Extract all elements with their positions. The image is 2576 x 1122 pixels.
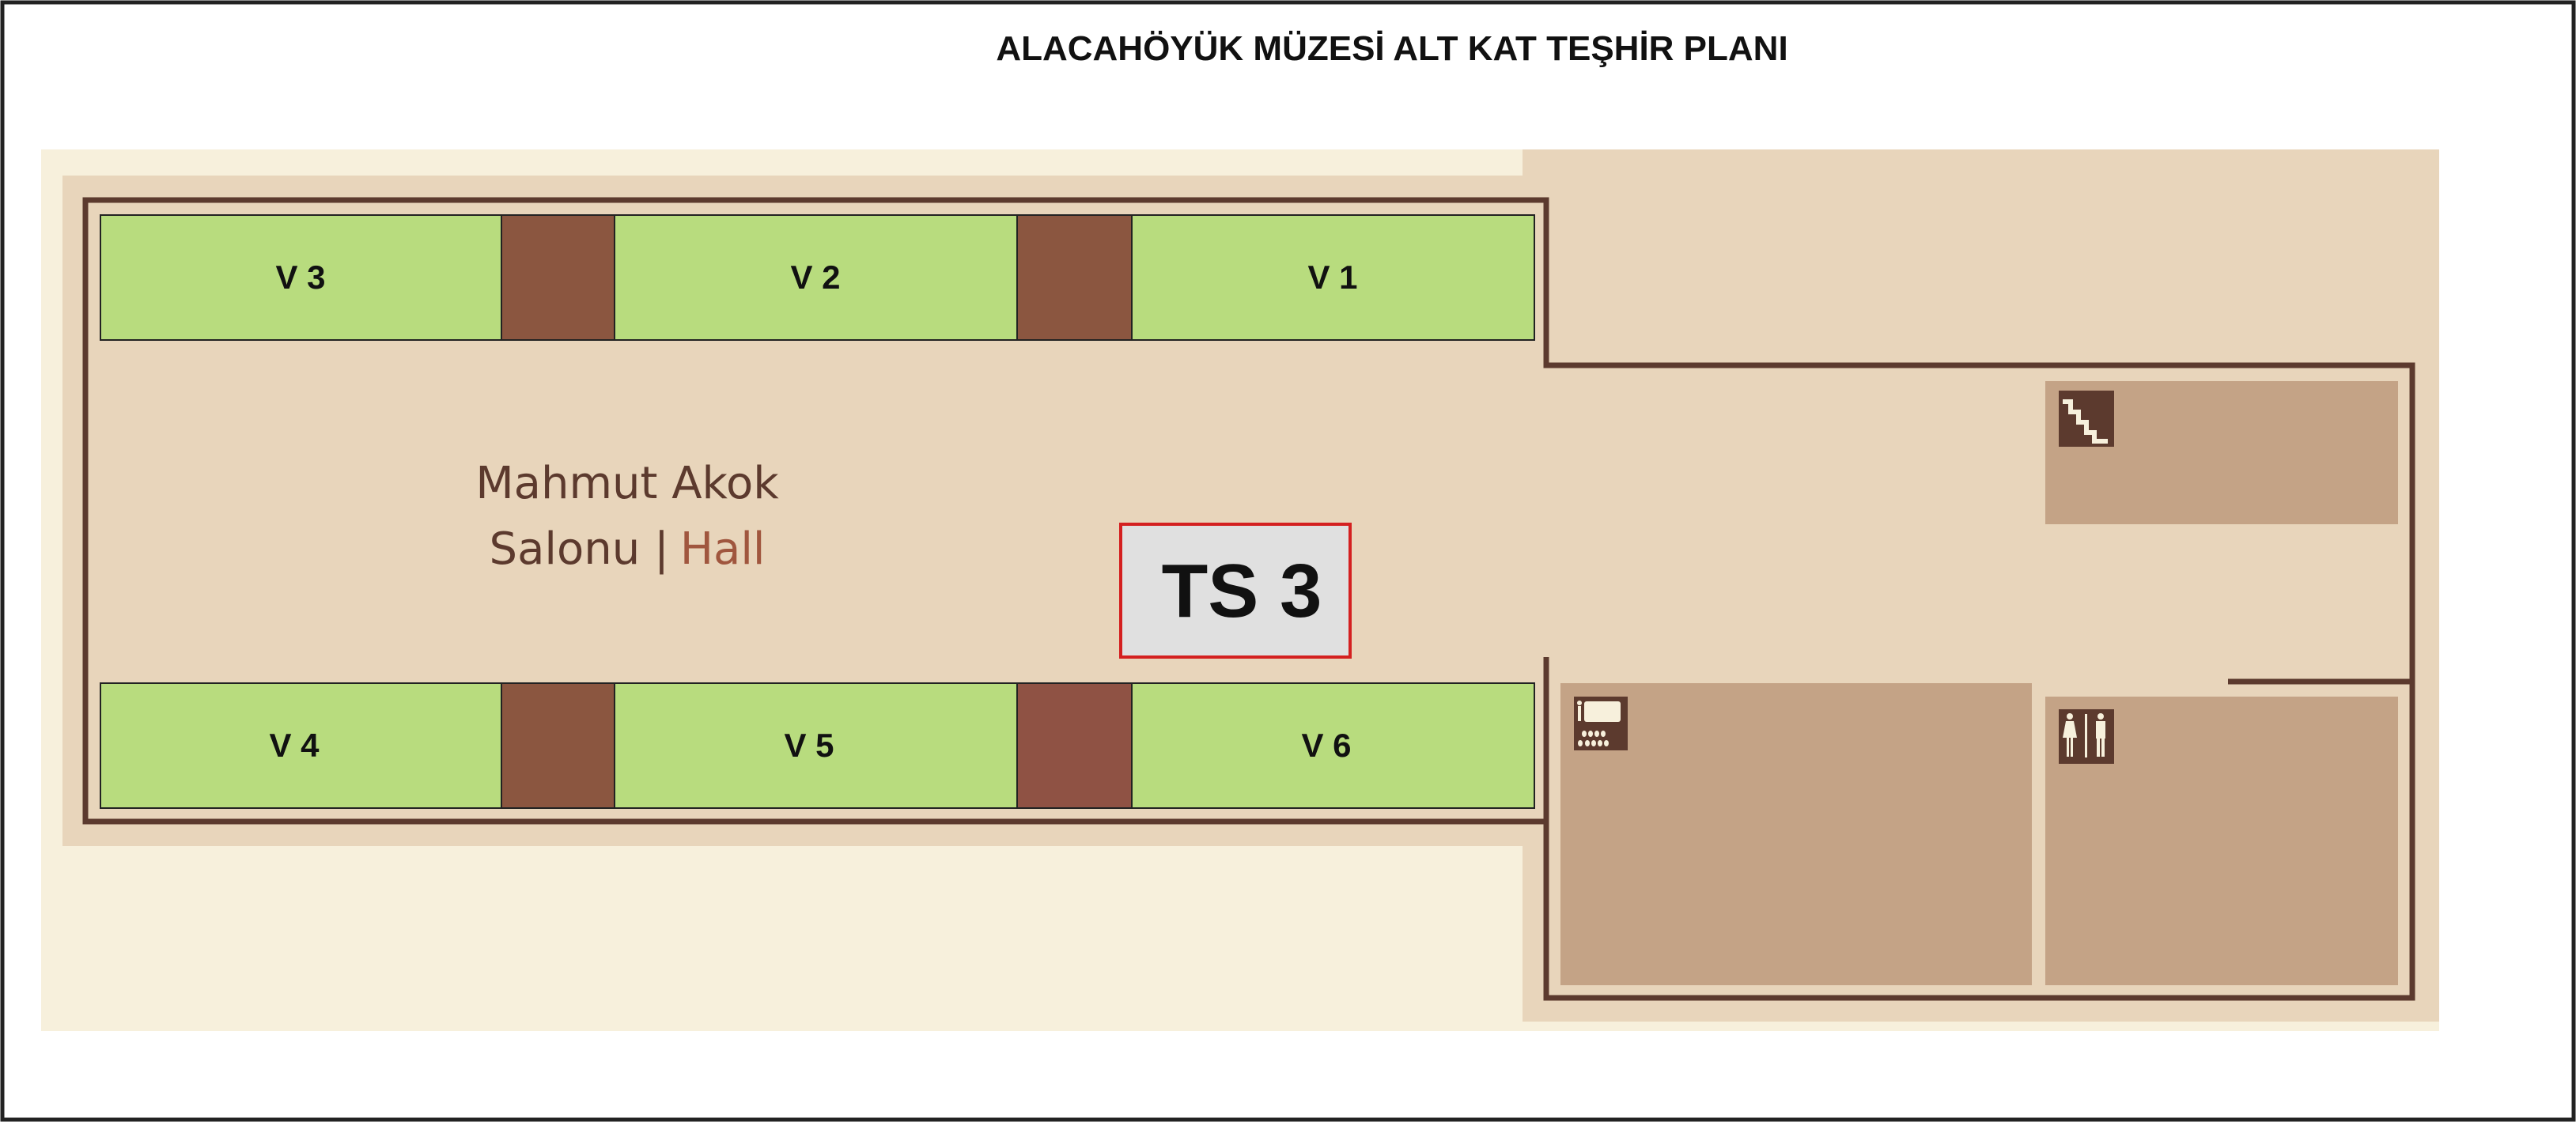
- showcase-v5[interactable]: [614, 682, 1018, 809]
- lecture-room-icon: [1574, 697, 1628, 750]
- showcase-v4[interactable]: [100, 682, 502, 809]
- pillar: [501, 214, 615, 341]
- showcase-label: V 1: [1307, 259, 1357, 296]
- pillar: [1016, 682, 1133, 809]
- pillar: [501, 682, 615, 809]
- lecture-room: [1560, 683, 2032, 985]
- showcase-label: V 6: [1301, 727, 1351, 764]
- pillar: [1016, 214, 1133, 341]
- ts3-box[interactable]: [1119, 523, 1352, 659]
- showcase-label: V 5: [784, 727, 834, 764]
- ts3-label: TS 3: [1162, 549, 1322, 633]
- showcase-v2[interactable]: [614, 214, 1018, 341]
- stairs-icon: [2059, 391, 2114, 447]
- showcase-v3[interactable]: [100, 214, 502, 341]
- showcase-label: V 2: [790, 259, 840, 296]
- showcase-row-bottom: [100, 682, 1535, 809]
- walls: [82, 197, 2415, 1001]
- showcase-v1[interactable]: [1131, 214, 1535, 341]
- showcase-v6[interactable]: [1131, 682, 1535, 809]
- restroom-icon: [2059, 709, 2114, 764]
- showcase-label: V 3: [275, 259, 325, 296]
- showcase-label: V 4: [269, 727, 320, 764]
- hall-name-en: Hall: [680, 523, 766, 575]
- showcase-row-top: [100, 214, 1535, 341]
- hall-name-line2: Salonu |Hall: [490, 523, 766, 575]
- hall-name-tr: Salonu |: [490, 523, 669, 575]
- plan-title: ALACAHÖYÜK MÜZESİ ALT KAT TEŞHİR PLANI: [996, 29, 1787, 68]
- hall-name: Mahmut Akok: [475, 458, 779, 509]
